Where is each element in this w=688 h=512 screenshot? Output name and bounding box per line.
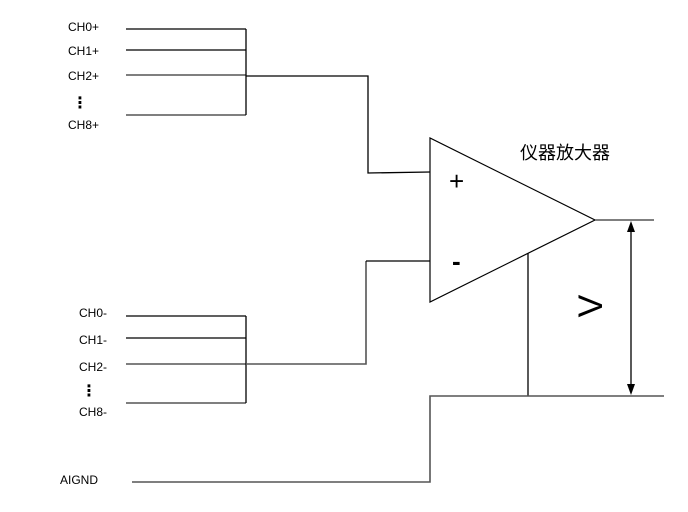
label-ch8-minus: CH8- [79,405,107,419]
label-ch2-minus: CH2- [79,360,107,374]
voltage-label: V [572,294,610,317]
ellipsis-minus-icon: ⋮ [81,383,97,400]
label-ch1-plus: CH1+ [68,44,99,58]
amplifier-title: 仪器放大器 [520,143,610,164]
positive-input-bus [126,28,431,174]
label-ch0-plus: CH0+ [68,20,99,34]
negative-input-bus [126,260,430,404]
arrow-down-icon [627,384,635,395]
label-aignd: AIGND [60,473,98,487]
plus-sign: + [449,166,464,196]
arrow-up-icon [627,221,635,232]
voltage-arrow [627,221,635,395]
aignd-wire [132,395,528,483]
wire-to-minus-input-a [246,261,367,365]
label-ch2-plus: CH2+ [68,69,99,83]
label-ch8-plus: CH8+ [68,118,99,132]
wire-to-plus-input [246,75,431,174]
ellipsis-plus-icon: ⋮ [72,95,88,112]
label-ch0-minus: CH0- [79,306,107,320]
label-ch1-minus: CH1- [79,333,107,347]
minus-sign: - [452,246,461,276]
amplifier-triangle-icon [429,137,597,303]
